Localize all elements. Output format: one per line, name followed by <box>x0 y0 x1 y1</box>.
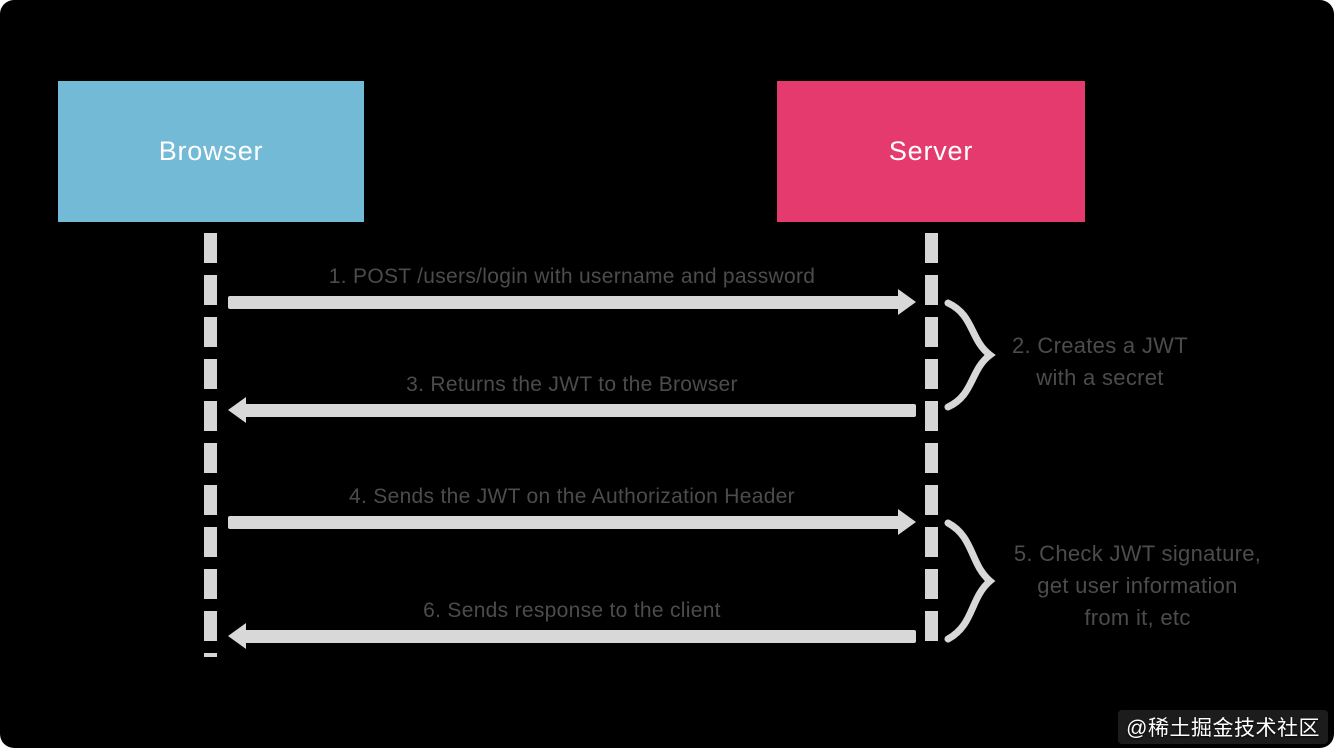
brace-icon <box>942 518 996 644</box>
message-2-line <box>244 404 916 417</box>
participant-browser-box: Browser <box>58 81 364 222</box>
arrow-left-icon <box>228 397 246 423</box>
note-line: get user information <box>1037 573 1238 598</box>
message-3-line <box>228 516 900 529</box>
participant-server-box: Server <box>777 81 1085 222</box>
message-2: 3. Returns the JWT to the Browser <box>228 373 916 423</box>
message-4-line <box>244 630 916 643</box>
note-check-jwt: 5. Check JWT signature, get user informa… <box>995 538 1280 634</box>
message-1-label: 1. POST /users/login with username and p… <box>328 265 816 288</box>
participant-browser-label: Browser <box>158 136 264 166</box>
message-1-line <box>228 296 900 309</box>
message-2-label: 3. Returns the JWT to the Browser <box>406 373 738 396</box>
server-lifeline <box>925 233 938 645</box>
message-3-label: 4. Sends the JWT on the Authorization He… <box>349 485 795 508</box>
brace-icon <box>942 298 996 412</box>
arrow-right-icon <box>898 509 916 535</box>
note-line: 5. Check JWT signature, <box>1013 541 1262 566</box>
message-4-label: 6. Sends response to the client <box>423 599 721 622</box>
message-3: 4. Sends the JWT on the Authorization He… <box>228 485 916 535</box>
browser-lifeline <box>204 233 217 657</box>
message-4: 6. Sends response to the client <box>228 599 916 649</box>
juejin-watermark: @稀土掘金技术社区 <box>1118 710 1328 744</box>
note-line: from it, etc <box>1084 605 1191 630</box>
note-line: 2. Creates a JWT <box>1012 333 1188 358</box>
participant-server-label: Server <box>888 136 974 166</box>
note-create-jwt: 2. Creates a JWT with a secret <box>1000 330 1200 394</box>
message-1: 1. POST /users/login with username and p… <box>228 265 916 315</box>
arrow-left-icon <box>228 623 246 649</box>
note-line: with a secret <box>1036 365 1164 390</box>
arrow-right-icon <box>898 289 916 315</box>
